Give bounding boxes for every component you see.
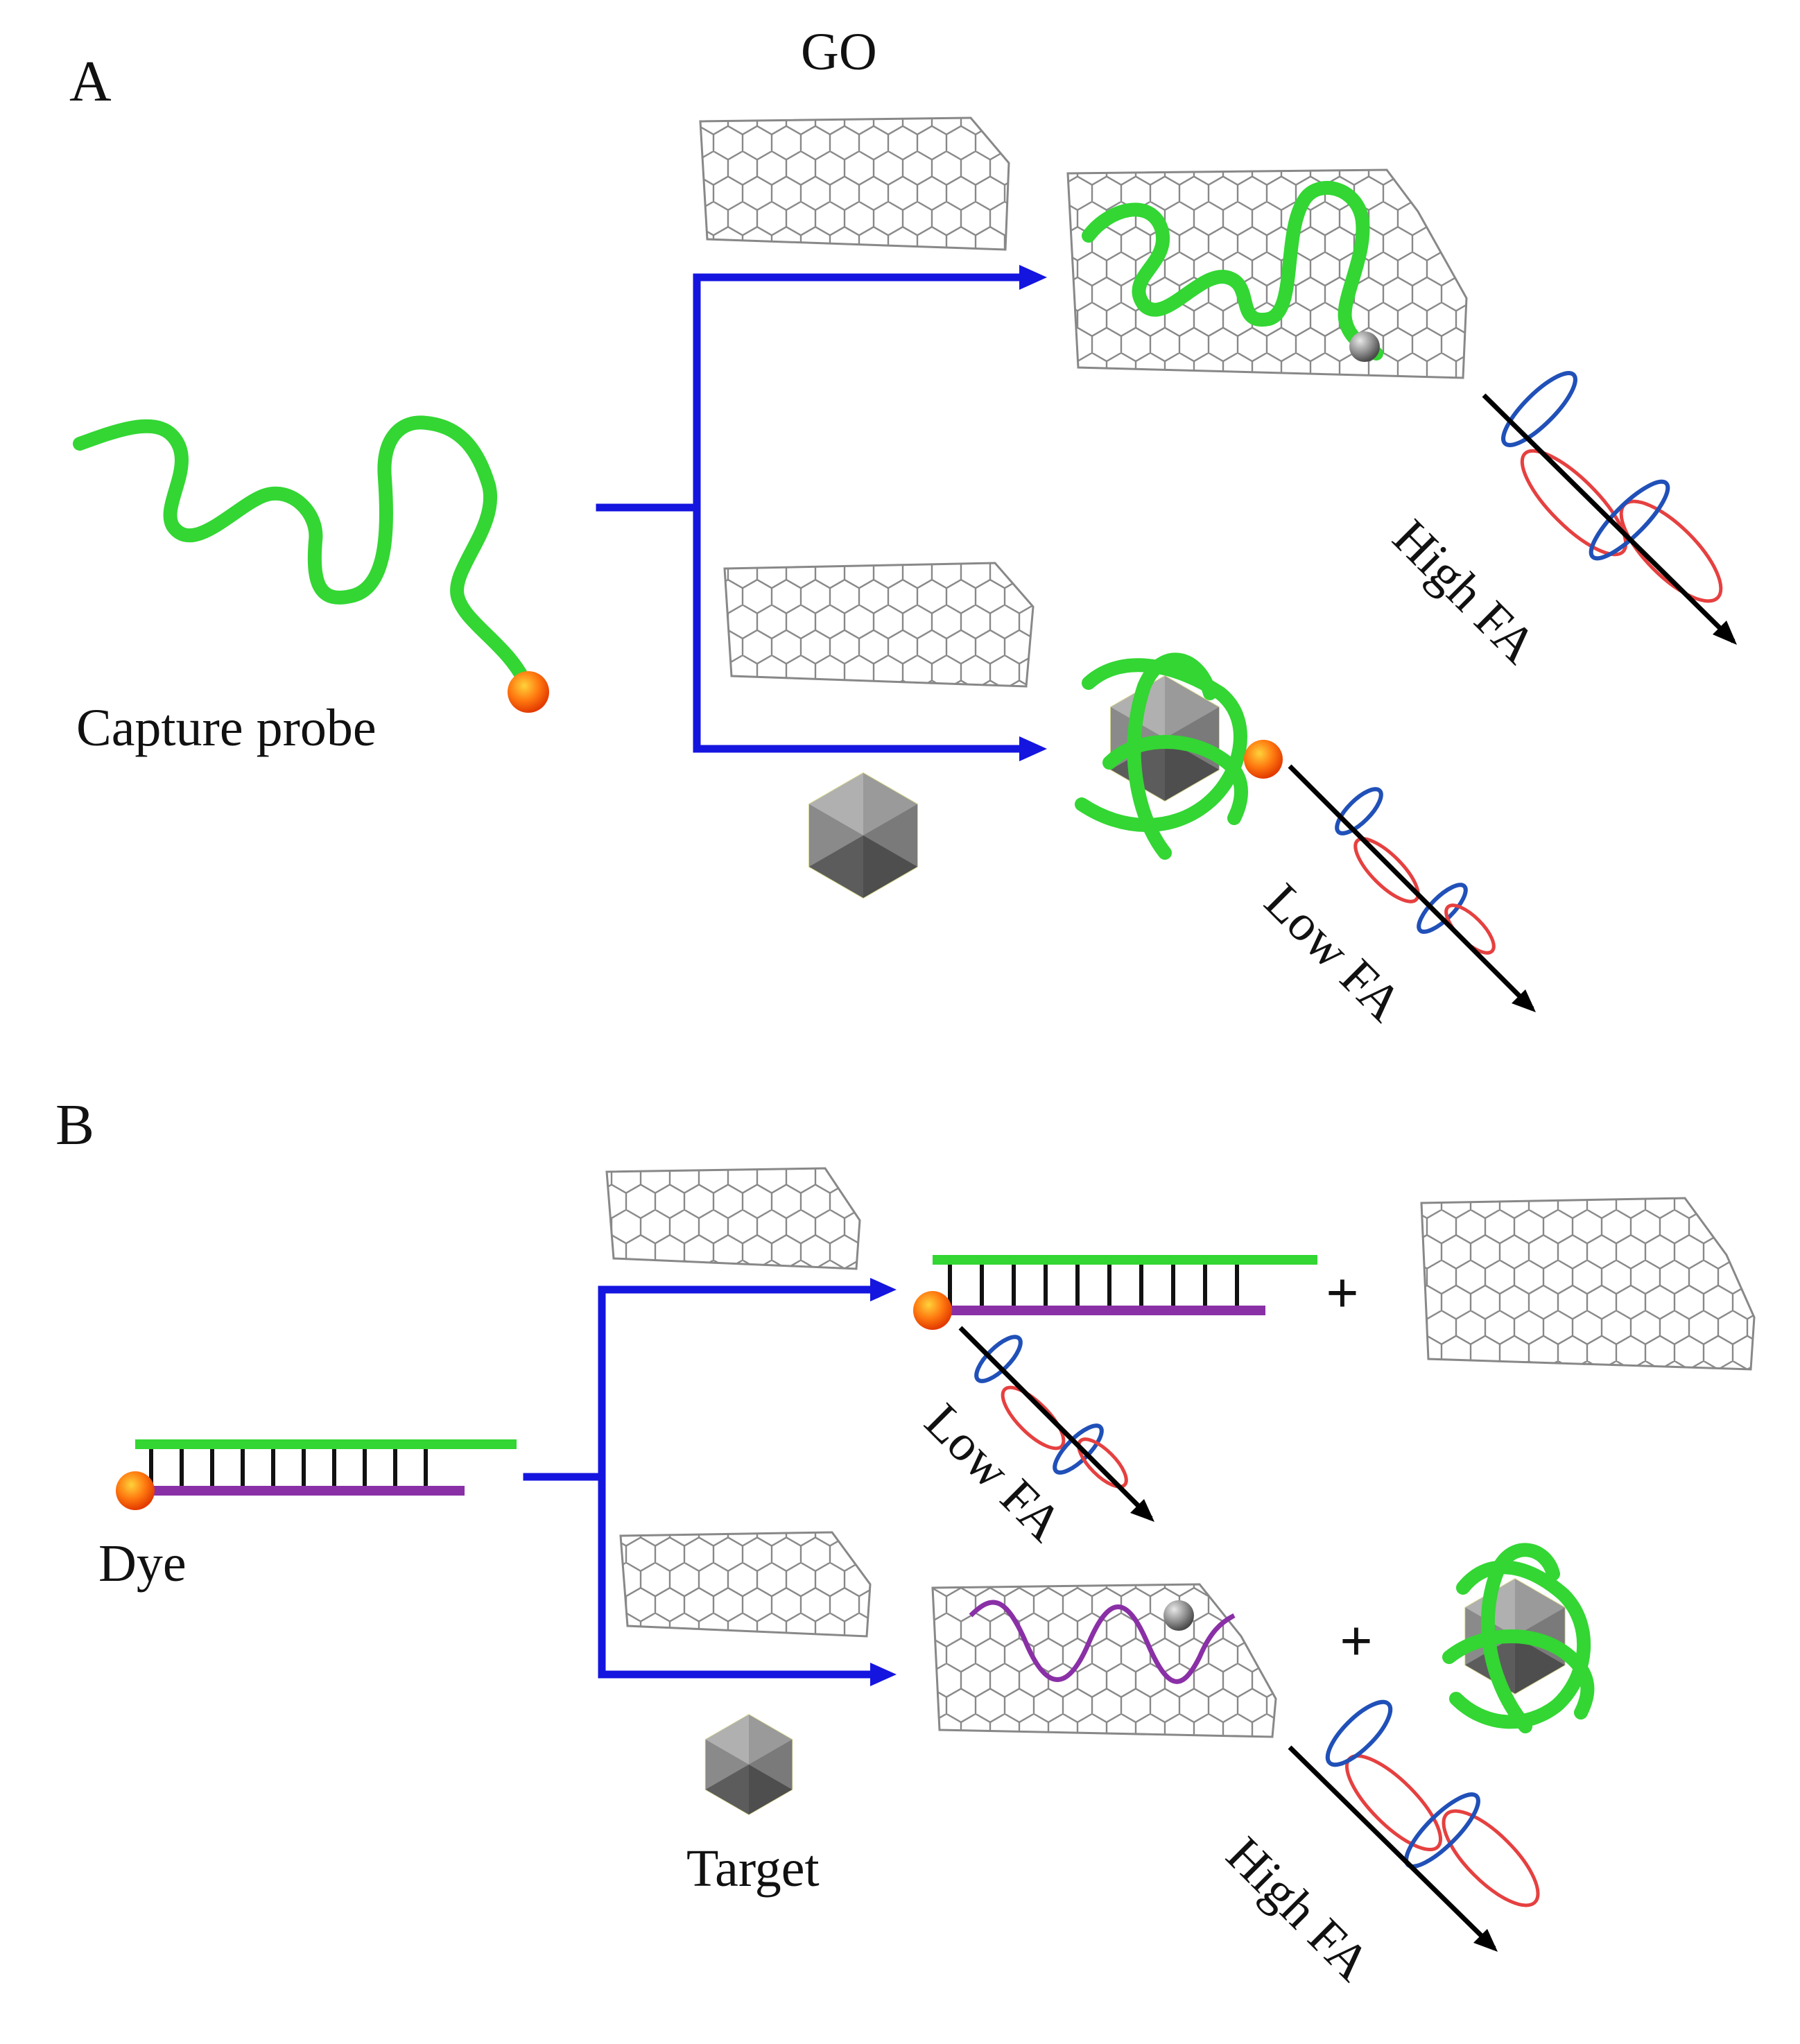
- polarization-beam-high-b: [1288, 1699, 1540, 1952]
- high-fa-label-b: High FA: [1215, 1826, 1381, 1992]
- arrowhead-a-top: [1019, 265, 1047, 290]
- target-particle-a: [808, 772, 918, 899]
- adsorbed-probe-strand: [1082, 180, 1383, 361]
- dye-dot-duplex-b: [116, 1471, 155, 1510]
- graphene-sheet-a2: [723, 562, 1035, 688]
- go-label: GO: [801, 23, 877, 81]
- dye-label: Dye: [98, 1534, 187, 1593]
- target-label: Target: [686, 1839, 820, 1898]
- arrowhead-a-bottom: [1019, 736, 1047, 761]
- dye-dot-capture-probe: [508, 671, 549, 713]
- dye-dot-complex-a: [1244, 740, 1283, 779]
- panel-a-letter: A: [69, 49, 112, 114]
- probe-target-complex-b: [1442, 1543, 1595, 1733]
- target-particle-b: [704, 1714, 793, 1815]
- graphene-sheet-b3: [1420, 1197, 1756, 1371]
- probe-target-complex-a: [1075, 652, 1248, 860]
- capture-probe-label: Capture probe: [76, 699, 377, 757]
- graphene-sheet-b1: [605, 1167, 861, 1270]
- duplex-probe-b: [135, 1439, 517, 1496]
- plus-sign-bottom: +: [1340, 1609, 1373, 1674]
- graphene-sheet-a3: [1066, 168, 1468, 379]
- polarization-beam-low-b: [958, 1326, 1154, 1522]
- panel-b-letter: B: [55, 1093, 94, 1157]
- duplex-product-b: [933, 1255, 1317, 1315]
- dye-dot-duplex-product-b: [913, 1291, 952, 1330]
- quenched-dye-ball: [1349, 331, 1380, 362]
- graphene-sheet-a1: [699, 116, 1010, 251]
- high-fa-label-a: High FA: [1382, 509, 1548, 675]
- capture-probe-strand: [73, 415, 534, 693]
- adsorbed-complementary-strand: [969, 1600, 1236, 1684]
- polarization-beam-low-a: [1288, 764, 1536, 1012]
- arrowhead-b-bottom: [870, 1663, 897, 1686]
- graphene-sheet-b2: [619, 1531, 872, 1638]
- arrowhead-b-top: [870, 1278, 897, 1301]
- polarization-beam-high-a: [1482, 371, 1737, 645]
- quenched-dye-ball-b: [1163, 1600, 1194, 1631]
- plus-sign-top: +: [1326, 1261, 1359, 1326]
- low-fa-label-a: Low FA: [1254, 873, 1413, 1032]
